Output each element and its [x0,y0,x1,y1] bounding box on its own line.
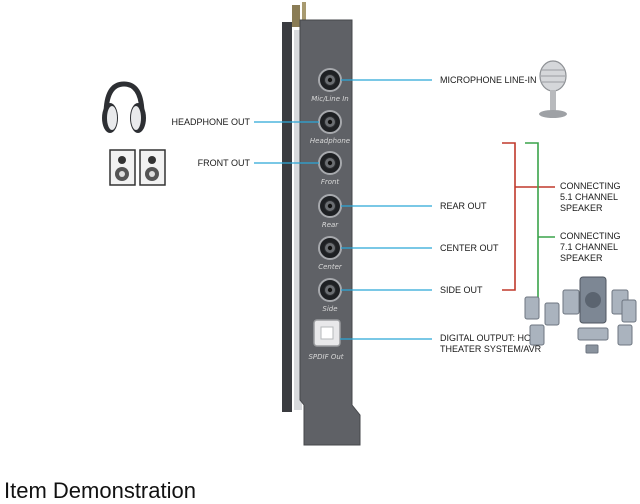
microphone-icon [539,60,567,118]
bracket-7-1-label-1: CONNECTING [560,231,621,241]
headphone-icon [102,81,146,133]
callout-rear: REAR OUT [341,201,487,211]
spdif-callout-line2: THEATER SYSTEM/AVR [440,344,542,354]
port-label-center: Center [318,263,343,271]
spdif-port: SPDIF Out DIGITAL OUTPUT: HOME THEATER S… [308,319,545,361]
port-label-side: Side [322,305,337,313]
bracket-7-1: CONNECTING 7.1 CHANNEL SPEAKER [525,142,621,301]
jack-hole-center [327,245,333,251]
port-rear: Rear [318,194,342,229]
callout-label-mic: MICROPHONE LINE-IN [440,75,537,85]
port-callouts: MICROPHONE LINE-IN HEADPHONE OUT FRONT OUT… [171,75,536,295]
port-front: Front [318,151,342,186]
bracket-7-1-line [525,142,539,301]
bracket-5-1: CONNECTING 5.1 CHANNEL SPEAKER [502,142,621,291]
port-label-mic: Mic/Line In [311,95,349,103]
bracket-screw [302,2,306,30]
bracket-5-1-label-3: SPEAKER [560,203,603,213]
jack-hole-rear [327,203,333,209]
port-side: Side [318,278,342,313]
jack-hole-headphone [327,119,333,125]
spdif-callout-line1: DIGITAL OUTPUT: HOME [440,333,545,343]
callout-label-front: FRONT OUT [198,158,251,168]
callout-label-center: CENTER OUT [440,243,499,253]
bracket-7-1-label-3: SPEAKER [560,253,603,263]
callout-label-side: SIDE OUT [440,285,483,295]
port-center: Center [318,236,343,271]
spdif-window [320,326,334,340]
spdif-port-label: SPDIF Out [308,353,343,361]
surround-speaker-system-icon [524,276,637,354]
caption: Item Demonstration [4,478,196,503]
bracket-5-1-label-2: 5.1 CHANNEL [560,192,618,202]
callout-label-headphone: HEADPHONE OUT [171,117,250,127]
bracket-7-1-label-2: 7.1 CHANNEL [560,242,618,252]
bracket-rail [294,30,302,410]
callout-side: SIDE OUT [341,285,483,295]
bracket-5-1-label-1: CONNECTING [560,181,621,191]
jack-hole-side [327,287,333,293]
bookshelf-speakers-icon [109,149,166,186]
pcb-edge [282,22,292,412]
callout-headphone: HEADPHONE OUT [171,117,319,127]
port-label-rear: Rear [322,221,339,229]
callout-label-rear: REAR OUT [440,201,487,211]
callout-front: FRONT OUT [198,158,319,168]
bracket-tab [292,5,300,27]
jack-hole-mic [327,77,333,83]
callout-mic: MICROPHONE LINE-IN [341,75,537,85]
port-label-front: Front [321,178,340,186]
callout-center: CENTER OUT [341,243,499,253]
port-label-headphone: Headphone [310,137,350,145]
jack-hole-front [327,160,333,166]
bracket-5-1-line [502,142,516,291]
